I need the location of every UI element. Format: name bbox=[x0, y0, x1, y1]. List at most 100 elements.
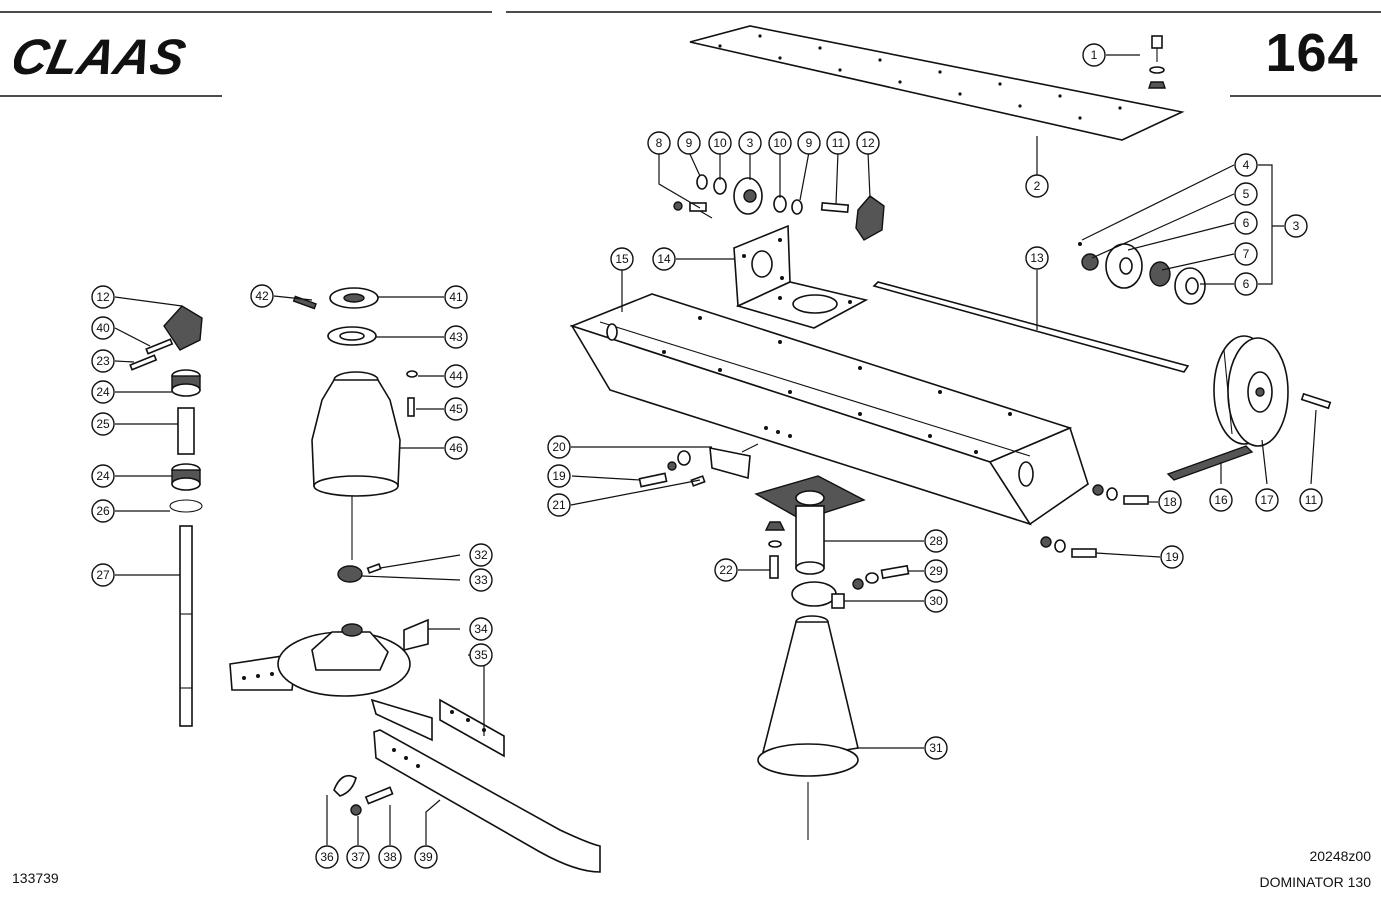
svg-text:39: 39 bbox=[419, 850, 433, 864]
callout-37[interactable]: 37 bbox=[346, 845, 370, 869]
callout-19-left[interactable]: 19 bbox=[547, 464, 571, 488]
callout-28[interactable]: 28 bbox=[924, 529, 948, 553]
svg-text:42: 42 bbox=[255, 289, 269, 303]
svg-text:4: 4 bbox=[1243, 158, 1250, 172]
svg-text:3: 3 bbox=[747, 136, 754, 150]
callout-32[interactable]: 32 bbox=[469, 543, 493, 567]
callout-3-flange[interactable]: 3 bbox=[738, 131, 762, 155]
lower-bearing bbox=[337, 563, 382, 583]
page-number: 164 bbox=[1265, 23, 1359, 83]
callout-4[interactable]: 4 bbox=[1234, 153, 1258, 177]
callout-9-right[interactable]: 9 bbox=[797, 131, 821, 155]
callout-40[interactable]: 40 bbox=[91, 316, 115, 340]
svg-text:9: 9 bbox=[806, 136, 813, 150]
blade-plate bbox=[439, 698, 505, 758]
callout-3-group[interactable]: 3 bbox=[1284, 214, 1308, 238]
svg-text:44: 44 bbox=[449, 369, 463, 383]
callout-33[interactable]: 33 bbox=[469, 568, 493, 592]
callout-1[interactable]: 1 bbox=[1082, 43, 1106, 67]
callout-26[interactable]: 26 bbox=[91, 499, 115, 523]
angle-bracket bbox=[733, 224, 869, 329]
callout-19-right[interactable]: 19 bbox=[1160, 545, 1184, 569]
callout-42[interactable]: 42 bbox=[250, 284, 274, 308]
svg-text:29: 29 bbox=[929, 564, 943, 578]
model-name: DOMINATOR 130 bbox=[1259, 874, 1371, 890]
svg-text:20: 20 bbox=[552, 440, 566, 454]
callout-34[interactable]: 34 bbox=[469, 617, 493, 641]
svg-text:21: 21 bbox=[552, 498, 566, 512]
callout-5[interactable]: 5 bbox=[1234, 182, 1258, 206]
callout-15[interactable]: 15 bbox=[610, 247, 634, 271]
leader-lines bbox=[114, 54, 1317, 845]
pulley-key bbox=[1300, 392, 1332, 410]
svg-text:12: 12 bbox=[861, 136, 875, 150]
callout-11-top[interactable]: 11 bbox=[826, 131, 850, 155]
callout-31[interactable]: 31 bbox=[924, 736, 948, 760]
callout-7[interactable]: 7 bbox=[1234, 242, 1258, 266]
callout-2[interactable]: 2 bbox=[1025, 174, 1049, 198]
callout-17[interactable]: 17 bbox=[1255, 488, 1279, 512]
svg-text:28: 28 bbox=[929, 534, 943, 548]
svg-text:11: 11 bbox=[832, 136, 845, 150]
svg-text:19: 19 bbox=[552, 469, 566, 483]
svg-text:45: 45 bbox=[449, 402, 463, 416]
frame-end-bolts bbox=[1040, 484, 1149, 558]
callout-24-lower[interactable]: 24 bbox=[91, 464, 115, 488]
callout-35[interactable]: 35 bbox=[469, 643, 493, 667]
callout-6-lower[interactable]: 6 bbox=[1234, 272, 1258, 296]
callout-12-top[interactable]: 12 bbox=[856, 131, 880, 155]
svg-text:23: 23 bbox=[96, 354, 110, 368]
callout-bubbles: 1 2 3 3 4 5 6 6 7 8 9 9 10 10 11 11 12 1… bbox=[91, 43, 1323, 869]
bolt-washer-nut bbox=[1148, 35, 1166, 89]
callout-10-right[interactable]: 10 bbox=[768, 131, 792, 155]
svg-text:15: 15 bbox=[615, 252, 629, 266]
callout-25[interactable]: 25 bbox=[91, 412, 115, 436]
callout-38[interactable]: 38 bbox=[378, 845, 402, 869]
svg-text:6: 6 bbox=[1243, 277, 1250, 291]
left-shaft-stack bbox=[169, 369, 203, 727]
left-bevel-gear bbox=[129, 305, 203, 371]
callout-29[interactable]: 29 bbox=[924, 559, 948, 583]
callout-36[interactable]: 36 bbox=[315, 845, 339, 869]
callout-44[interactable]: 44 bbox=[444, 364, 468, 388]
callout-11-right[interactable]: 11 bbox=[1299, 488, 1323, 512]
key-bar bbox=[1166, 445, 1254, 481]
flange-tube bbox=[754, 475, 866, 579]
callout-39[interactable]: 39 bbox=[414, 845, 438, 869]
svg-text:18: 18 bbox=[1163, 495, 1177, 509]
svg-text:2: 2 bbox=[1034, 179, 1041, 193]
callout-21[interactable]: 21 bbox=[547, 493, 571, 517]
svg-text:10: 10 bbox=[773, 136, 787, 150]
rotor-hub bbox=[229, 618, 433, 742]
callout-45[interactable]: 45 bbox=[444, 397, 468, 421]
callout-24-upper[interactable]: 24 bbox=[91, 380, 115, 404]
callout-46[interactable]: 46 bbox=[444, 436, 468, 460]
callout-13[interactable]: 13 bbox=[1025, 246, 1049, 270]
parts-artwork bbox=[129, 25, 1332, 873]
drive-shaft bbox=[872, 281, 1190, 373]
callout-12-left[interactable]: 12 bbox=[91, 285, 115, 309]
callout-27[interactable]: 27 bbox=[91, 563, 115, 587]
callout-30[interactable]: 30 bbox=[924, 589, 948, 613]
callout-14[interactable]: 14 bbox=[652, 247, 676, 271]
bell-housing bbox=[311, 371, 401, 560]
callout-9-left[interactable]: 9 bbox=[677, 131, 701, 155]
callout-6-upper[interactable]: 6 bbox=[1234, 211, 1258, 235]
callout-23[interactable]: 23 bbox=[91, 349, 115, 373]
callout-22[interactable]: 22 bbox=[714, 558, 738, 582]
svg-text:16: 16 bbox=[1214, 493, 1228, 507]
callout-18[interactable]: 18 bbox=[1158, 490, 1182, 514]
svg-text:9: 9 bbox=[686, 136, 693, 150]
callout-8[interactable]: 8 bbox=[647, 131, 671, 155]
svg-text:5: 5 bbox=[1243, 187, 1250, 201]
callout-16[interactable]: 16 bbox=[1209, 488, 1233, 512]
upper-bearing-group bbox=[292, 287, 418, 417]
callout-20[interactable]: 20 bbox=[547, 435, 571, 459]
callout-43[interactable]: 43 bbox=[444, 325, 468, 349]
callout-10-left[interactable]: 10 bbox=[708, 131, 732, 155]
svg-text:37: 37 bbox=[351, 850, 365, 864]
svg-text:17: 17 bbox=[1260, 493, 1274, 507]
callout-41[interactable]: 41 bbox=[444, 285, 468, 309]
